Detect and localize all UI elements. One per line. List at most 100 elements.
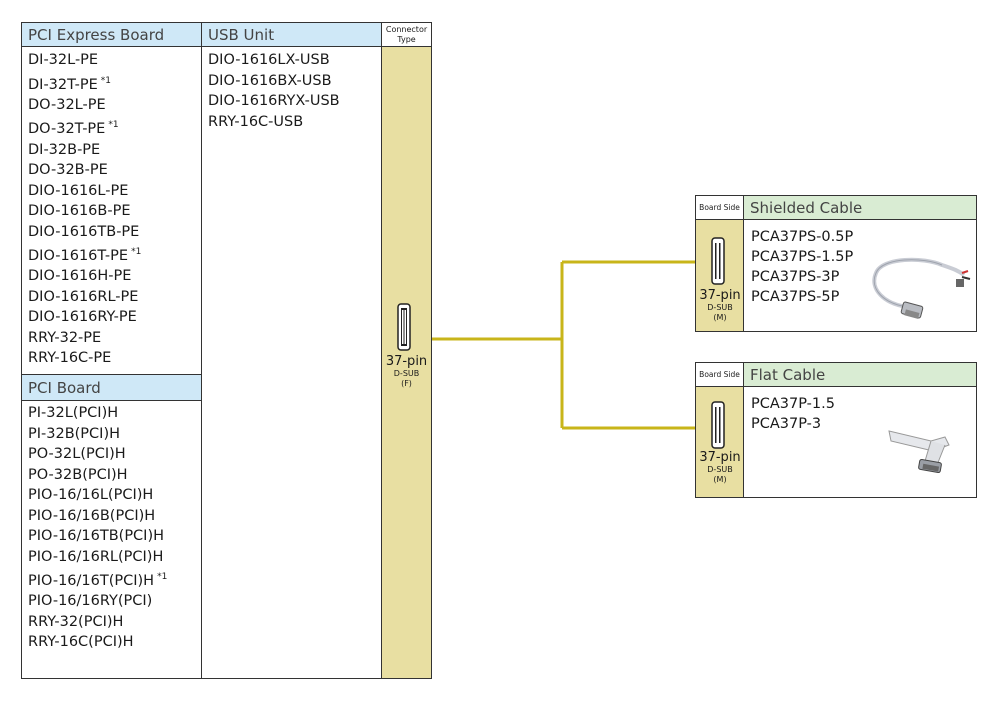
- connector-column: [382, 47, 431, 678]
- list-item: RRY-32(PCI)H: [28, 612, 201, 633]
- list-item-label: RRY-32(PCI)H: [28, 613, 124, 630]
- cable-box-flat: Board Side Flat Cable 37-pin D-SUB (M) P…: [695, 362, 977, 498]
- connector-gender: (F): [401, 379, 412, 388]
- list-item: PIO-16/16RL(PCI)H: [28, 547, 201, 568]
- list-item-label: RRY-32-PE: [28, 329, 102, 346]
- connector-header-line2: Type: [397, 35, 416, 44]
- list-item: DIO-1616L-PE: [28, 181, 201, 202]
- dsub-male-icon: [711, 401, 725, 449]
- list-item: DIO-1616RL-PE: [28, 287, 201, 308]
- list-item: DIO-1616RY-PE: [28, 307, 201, 328]
- list-item-label: PIO-16/16T(PCI)H: [28, 572, 155, 589]
- cable-pin: 37-pin: [699, 288, 741, 303]
- list-item-label: DIO-1616B-PE: [28, 203, 131, 220]
- list-item: PIO-16/16RY(PCI): [28, 591, 201, 612]
- list-item: DO-32T-PE*1: [28, 115, 201, 139]
- list-item: DO-32L-PE: [28, 95, 201, 116]
- footnote-mark: *1: [131, 247, 142, 258]
- pci-header: PCI Board: [22, 374, 201, 401]
- dsub-female-icon: [397, 303, 411, 351]
- connector-label: 37-pin D-SUB (F): [382, 355, 431, 389]
- list-item: DIO-1616T-PE*1: [28, 242, 201, 266]
- board-side-connector-cell: 37-pin D-SUB (M): [696, 387, 744, 497]
- list-item-label: PI-32B(PCI)H: [28, 425, 121, 442]
- list-item: DO-32B-PE: [28, 160, 201, 181]
- column-divider: [201, 22, 202, 679]
- cable-gender: (M): [713, 313, 727, 322]
- footnote-mark: *1: [157, 572, 168, 582]
- list-item-label: PIO-16/16RY(PCI): [28, 593, 153, 610]
- list-item-label: DIO-1616TB-PE: [28, 223, 140, 240]
- list-item: PIO-16/16L(PCI)H: [28, 485, 201, 506]
- list-item: PI-32L(PCI)H: [28, 403, 201, 424]
- cable-model: PCA37PS-3P: [751, 269, 840, 285]
- cable-model: PCA37PS-1.5P: [751, 249, 854, 265]
- shielded-cable-image: [872, 257, 971, 319]
- cable-model: PCA37PS-5P: [751, 289, 840, 305]
- cable-connector-label: 37-pin D-SUB (M): [696, 289, 744, 323]
- list-item-label: DIO-1616BX-USB: [208, 72, 332, 89]
- cable-type: D-SUB: [707, 303, 733, 312]
- cable-title: Flat Cable: [744, 363, 976, 387]
- list-item-label: PIO-16/16L(PCI)H: [28, 487, 154, 503]
- flat-cable-image: [888, 430, 950, 474]
- list-item-label: DIO-1616LX-USB: [208, 52, 330, 68]
- list-item: PI-32B(PCI)H: [28, 424, 201, 445]
- cable-box-shielded: Board Side Shielded Cable 37-pin D-SUB (…: [695, 195, 977, 332]
- pcie-header: PCI Express Board: [22, 23, 201, 47]
- list-item-label: DIO-1616RYX-USB: [208, 93, 340, 109]
- usb-list: DIO-1616LX-USB DIO-1616BX-USB DIO-1616RYX-…: [202, 50, 381, 132]
- list-item: PIO-16/16TB(PCI)H: [28, 526, 201, 547]
- list-item: DIO-1616B-PE: [28, 201, 201, 222]
- list-item: DI-32B-PE: [28, 140, 201, 161]
- list-item-label: PI-32L(PCI)H: [28, 405, 119, 421]
- board-table: [21, 22, 432, 679]
- list-item-label: RRY-16C(PCI)H: [28, 634, 134, 651]
- list-item-label: DI-32L-PE: [28, 52, 99, 68]
- cable-model: PCA37P-3: [751, 416, 822, 432]
- connector-header-line1: Connector: [385, 25, 428, 34]
- list-item: RRY-16C(PCI)H: [28, 632, 201, 653]
- board-side-label: Board Side: [696, 196, 744, 220]
- cable-model: PCA37PS-0.5P: [751, 229, 854, 245]
- column-divider: [381, 22, 382, 679]
- list-item: DIO-1616RYX-USB: [208, 91, 381, 112]
- list-item: RRY-16C-PE: [28, 348, 201, 369]
- list-item: DIO-1616H-PE: [28, 266, 201, 287]
- footnote-mark: *1: [108, 120, 119, 131]
- list-item-label: PO-32L(PCI)H: [28, 446, 126, 462]
- list-item-label: PIO-16/16RL(PCI)H: [28, 548, 164, 565]
- list-item-label: DO-32T-PE: [28, 121, 106, 138]
- list-item-label: PIO-16/16B(PCI)H: [28, 507, 156, 524]
- list-item-label: DIO-1616L-PE: [28, 182, 129, 199]
- cable-list: PCA37PS-0.5P PCA37PS-1.5P PCA37PS-3P PCA37P…: [751, 227, 853, 307]
- list-item-label: RRY-16C-PE: [28, 350, 112, 367]
- cable-type: D-SUB: [707, 465, 733, 474]
- list-item: DIO-1616LX-USB: [208, 50, 381, 71]
- list-item-label: DIO-1616T-PE: [28, 247, 129, 264]
- board-side-connector-cell: 37-pin D-SUB (M): [696, 220, 744, 331]
- dsub-male-icon: [711, 237, 725, 285]
- cable-pin: 37-pin: [699, 450, 741, 465]
- list-item: DIO-1616BX-USB: [208, 71, 381, 92]
- footnote-mark: *1: [100, 75, 112, 86]
- list-item-label: DI-32T-PE: [28, 76, 98, 93]
- list-item: DI-32T-PE*1: [28, 71, 201, 95]
- connector-type: D-SUB: [393, 369, 420, 378]
- connector-header: Connector Type: [382, 23, 431, 47]
- list-item-label: RRY-16C-USB: [208, 113, 304, 130]
- list-item: RRY-16C-USB: [208, 112, 381, 133]
- usb-header: USB Unit: [202, 23, 381, 47]
- list-item-label: DIO-1616RL-PE: [28, 288, 139, 305]
- cable-gender: (M): [713, 475, 727, 484]
- cable-connector-label: 37-pin D-SUB (M): [696, 451, 744, 485]
- list-item-label: PO-32B(PCI)H: [28, 466, 128, 483]
- list-item: RRY-32-PE: [28, 328, 201, 349]
- pci-list: PI-32L(PCI)H PI-32B(PCI)H PO-32L(PCI)H PO-3…: [22, 403, 201, 653]
- list-item-label: PIO-16/16TB(PCI)H: [28, 528, 165, 544]
- list-item: PO-32L(PCI)H: [28, 444, 201, 465]
- list-item: PIO-16/16B(PCI)H: [28, 506, 201, 527]
- list-item-label: DIO-1616RY-PE: [28, 309, 137, 326]
